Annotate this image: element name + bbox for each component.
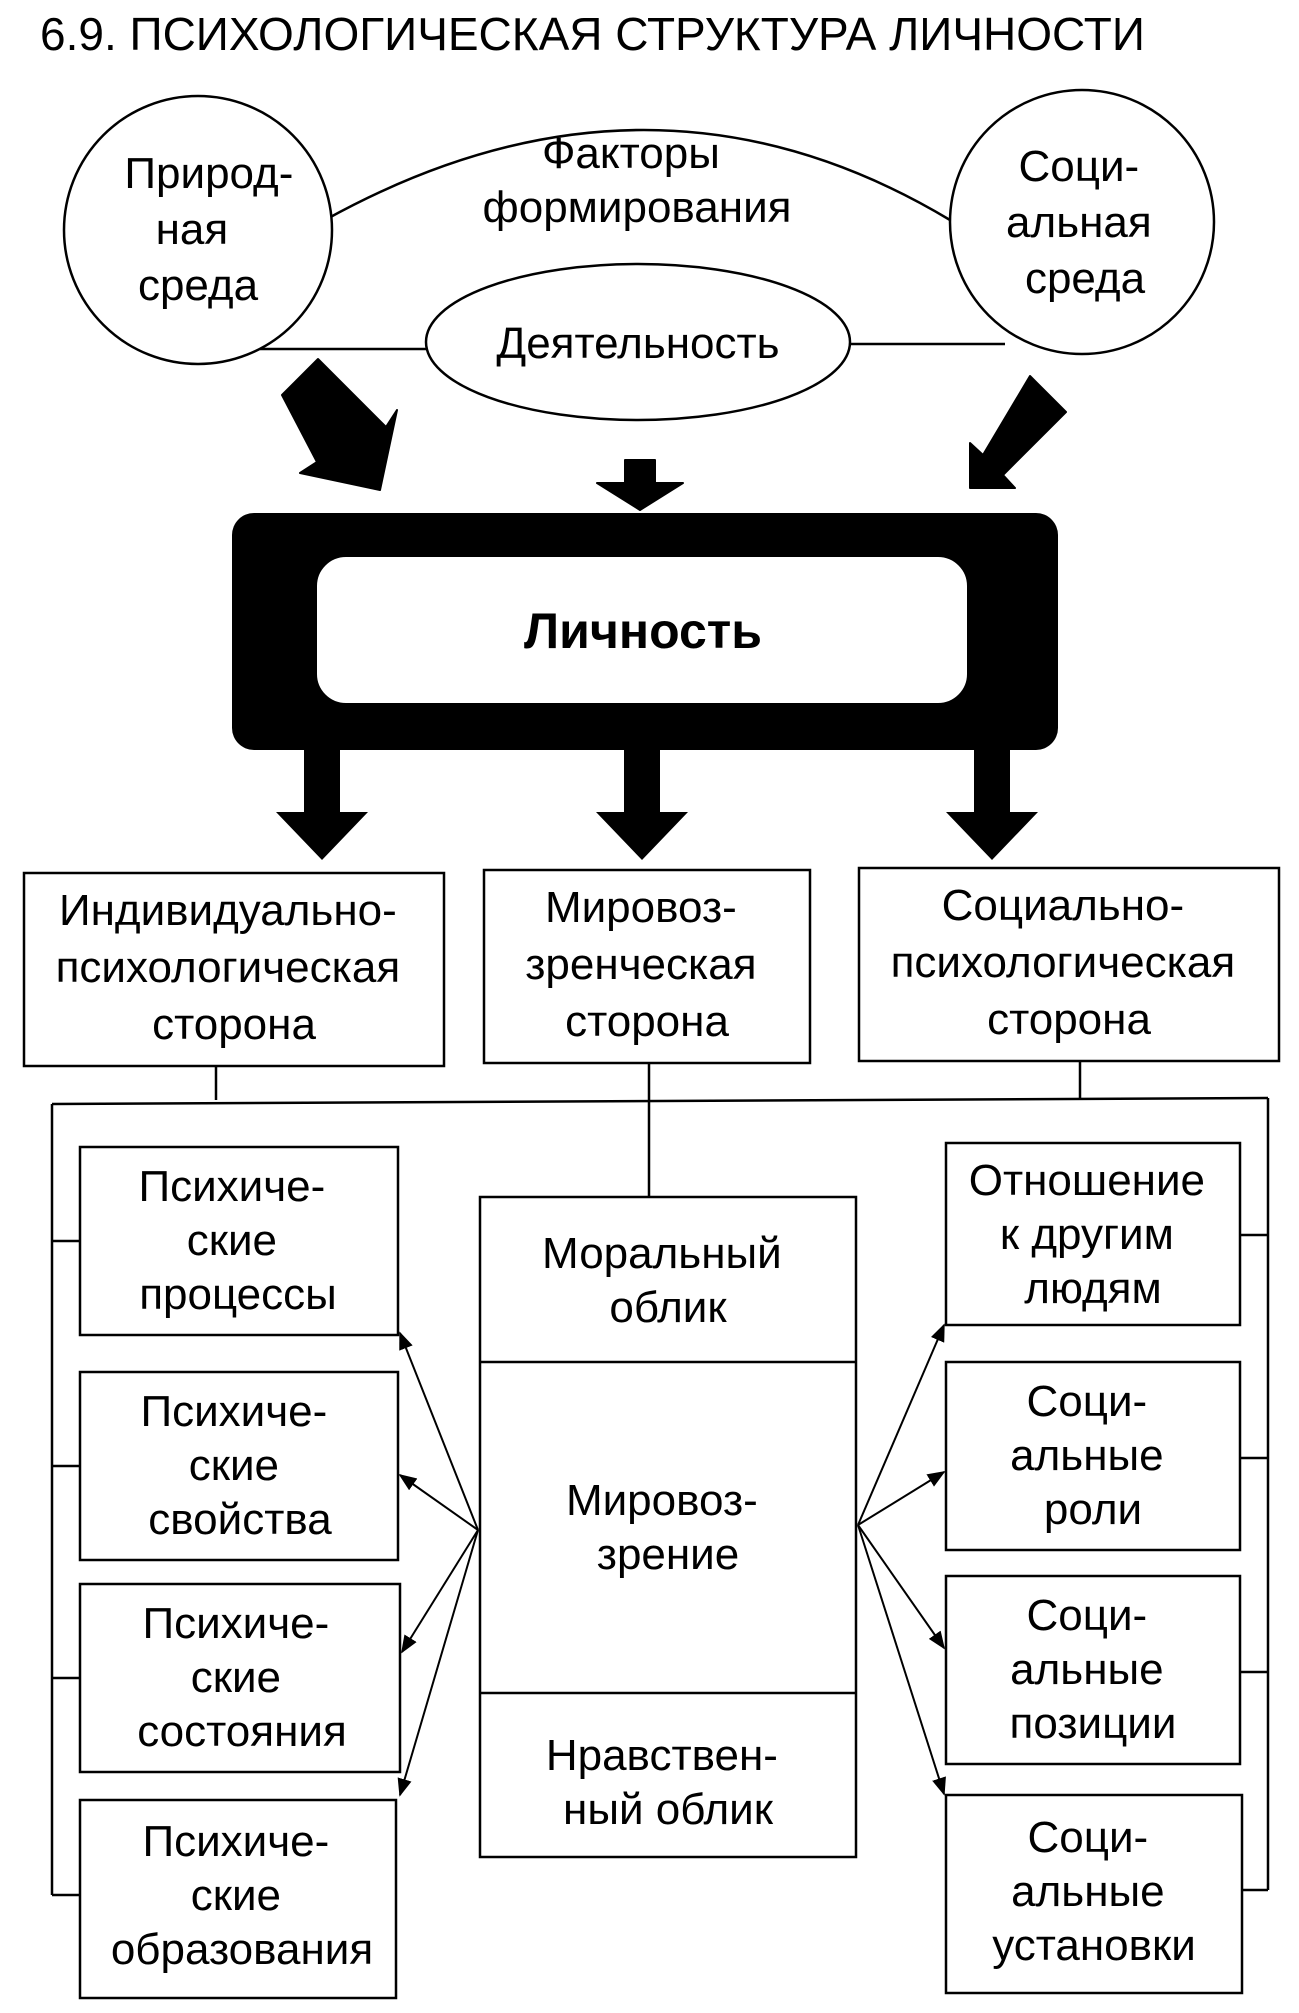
personality-label: Личность xyxy=(524,603,762,659)
fan-arrows-right xyxy=(857,1323,946,1796)
nature-environment-circle xyxy=(62,94,334,366)
social-psychological-side-box xyxy=(857,866,1281,1063)
mental-properties-box xyxy=(78,1370,400,1562)
social-roles-label: Соци- альные роли xyxy=(1010,1377,1176,1534)
mental-formations-box xyxy=(78,1798,398,2000)
social-positions-label: Соци- альные позиции xyxy=(1010,1591,1177,1748)
worldview-side-box xyxy=(482,868,812,1065)
arrow-to-worldview-side xyxy=(596,748,688,860)
mental-formations-label: Психиче- ские образования xyxy=(111,1817,373,1974)
arrow-to-individual-side xyxy=(276,748,368,860)
social-positions-box xyxy=(944,1574,1242,1766)
attitude-to-others-box xyxy=(944,1141,1242,1327)
fan-arrows-left xyxy=(397,1331,479,1797)
mental-processes-box xyxy=(78,1145,400,1337)
activity-label: Деятельность xyxy=(496,319,779,368)
mental-processes-label: Психиче- ские процессы xyxy=(138,1162,337,1319)
arrow-social-to-personality xyxy=(969,375,1067,489)
mental-properties-label: Психиче- ские свойства xyxy=(140,1387,339,1544)
ethical-image-label: Нравствен- ный облик xyxy=(546,1731,790,1834)
personality-inner-box xyxy=(315,555,969,705)
attitude-to-others-label: Отношение к другим людям xyxy=(969,1156,1218,1313)
arrow-activity-to-personality xyxy=(596,459,684,511)
social-environment-circle xyxy=(948,88,1216,356)
mental-states-box xyxy=(78,1582,402,1774)
individual-psychological-side-label: Индивидуально- психологическая сторона xyxy=(56,886,413,1049)
social-psychological-side-label: Социально- психологическая сторона xyxy=(891,881,1248,1044)
diagram-title: 6.9. ПСИХОЛОГИЧЕСКАЯ СТРУКТУРА ЛИЧНОСТИ xyxy=(40,8,1145,60)
social-attitudes-label: Соци- альные установки xyxy=(992,1813,1196,1970)
social-attitudes-box xyxy=(944,1793,1244,1995)
social-environment-label: Соци- альная среда xyxy=(1006,142,1164,303)
worldview-side-label: Мировоз- зренческая сторона xyxy=(525,883,769,1046)
bracket-connectors xyxy=(50,1061,1270,1897)
formation-factors-label: Факторы формирования xyxy=(483,129,792,232)
worldview-label: Мировоз- зрение xyxy=(566,1476,770,1579)
worldview-center-box xyxy=(478,1195,858,1859)
arrow-nature-to-personality xyxy=(281,358,398,491)
mental-states-label: Психиче- ские состояния xyxy=(137,1599,347,1756)
moral-image-label: Моральный облик xyxy=(542,1229,794,1332)
individual-psychological-side-box xyxy=(22,871,446,1068)
factors-arc xyxy=(324,128,951,222)
nature-environment-label: Природ- ная среда xyxy=(124,149,305,310)
activity-ellipse xyxy=(424,262,852,422)
arrow-to-social-side xyxy=(946,748,1038,860)
social-roles-box xyxy=(944,1360,1242,1552)
